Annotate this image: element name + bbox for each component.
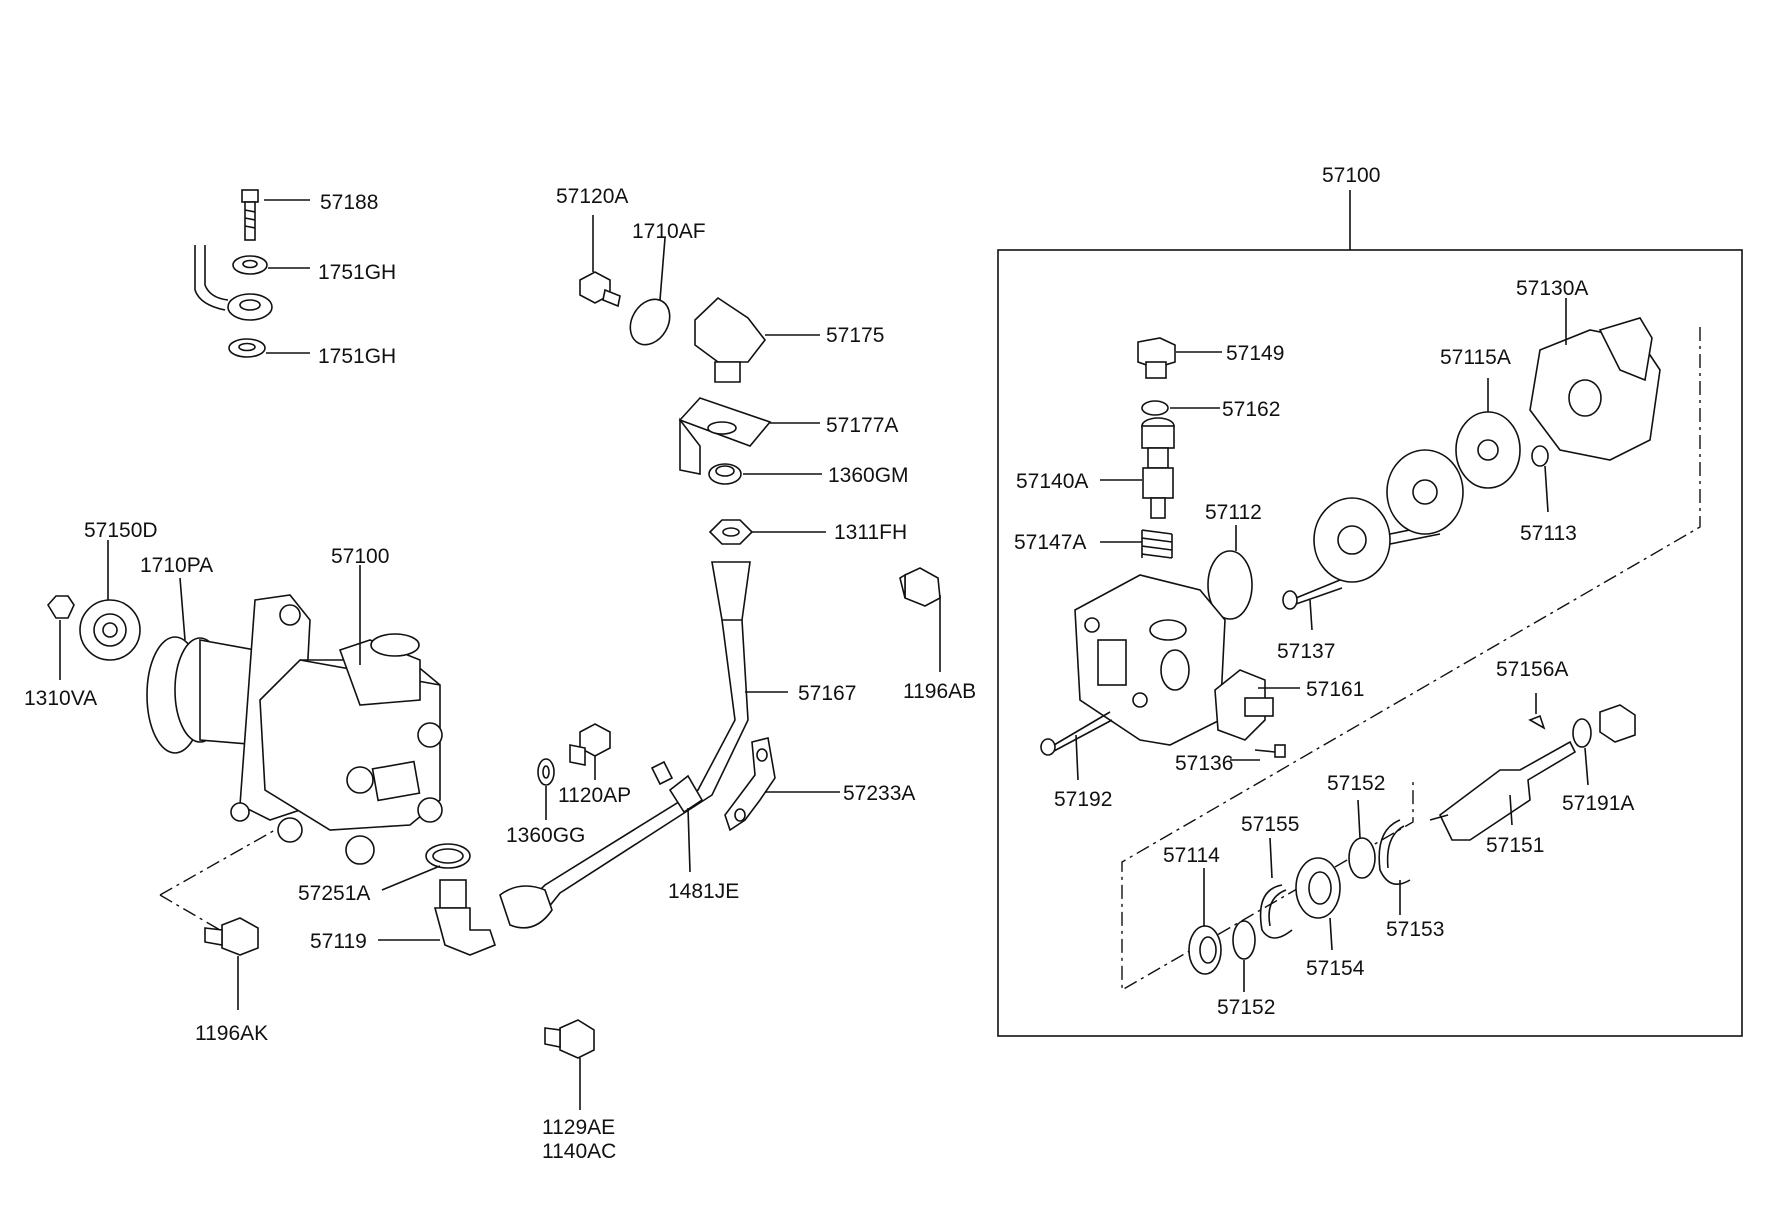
label-1311fh: 1311FH xyxy=(834,521,907,544)
gasket-57112[interactable] xyxy=(1207,550,1253,620)
fitting-57161[interactable] xyxy=(1214,669,1274,741)
key-57156a[interactable] xyxy=(1528,714,1546,730)
label-57154: 57154 xyxy=(1306,957,1365,980)
label-57251a: 57251A xyxy=(298,882,370,905)
label-57100-pump: 57100 xyxy=(331,545,389,568)
gasket-57251a[interactable] xyxy=(425,843,471,869)
mount-dash-line-2 xyxy=(159,894,221,931)
label-57136: 57136 xyxy=(1175,752,1233,775)
bolt-1196ab[interactable] xyxy=(899,567,941,607)
label-57100-kit: 57100 xyxy=(1322,164,1380,187)
label-1360gm: 1360GM xyxy=(828,464,909,487)
label-57156a: 57156A xyxy=(1496,658,1568,681)
bolt-1120ap[interactable] xyxy=(569,723,611,766)
label-57233a: 57233A xyxy=(843,782,915,805)
cover-57130a[interactable] xyxy=(1529,317,1661,461)
label-1196ak: 1196AK xyxy=(195,1022,268,1045)
snap-ring-57152-bottom[interactable] xyxy=(1232,920,1256,960)
label-1751gh-bottom: 1751GH xyxy=(318,345,396,368)
label-57155: 57155 xyxy=(1241,813,1299,836)
label-57152-top: 57152 xyxy=(1327,772,1385,795)
nut-1311fh[interactable] xyxy=(708,519,754,545)
washer-1360gg[interactable] xyxy=(537,758,555,786)
label-57192: 57192 xyxy=(1054,788,1112,811)
label-57177a: 57177A xyxy=(826,414,898,437)
label-1310va: 1310VA xyxy=(24,687,97,710)
label-57130a: 57130A xyxy=(1516,277,1588,300)
valve-57140a[interactable] xyxy=(1141,417,1175,519)
label-57150d: 57150D xyxy=(84,519,158,542)
snap-ring-57152-top[interactable] xyxy=(1348,837,1376,879)
snap-ring-57155[interactable] xyxy=(1259,884,1293,939)
washer-1751gh-bottom[interactable] xyxy=(228,338,266,358)
shaft-57151[interactable] xyxy=(1429,740,1577,841)
kit-assembly-box xyxy=(997,190,1743,1037)
bolt-57192[interactable] xyxy=(1040,711,1113,756)
label-57149: 57149 xyxy=(1226,342,1284,365)
label-57188: 57188 xyxy=(320,191,378,214)
o-ring-57162[interactable] xyxy=(1141,400,1169,416)
label-1360gg: 1360GG xyxy=(506,824,585,847)
callout-labels: 57188 1751GH 1751GH 57120A 1710AF 57175 … xyxy=(24,164,1634,1163)
snap-ring-57153[interactable] xyxy=(1378,819,1411,886)
label-1481je: 1481JE xyxy=(668,880,739,903)
bolt-1129ae-1140ac[interactable] xyxy=(544,1019,595,1059)
pump-assembly-57100[interactable] xyxy=(146,594,443,865)
label-1196ab: 1196AB xyxy=(903,680,976,703)
o-ring-1710af[interactable] xyxy=(622,292,677,352)
label-1129ae: 1129AE xyxy=(542,1116,615,1139)
plug-57149[interactable] xyxy=(1137,337,1176,379)
clamp-57233a[interactable] xyxy=(724,737,776,832)
bolt-57188[interactable] xyxy=(241,189,259,241)
bracket-spacer xyxy=(194,245,273,321)
mount-dash-line xyxy=(159,829,276,896)
washer-nut-57191a[interactable] xyxy=(1572,704,1636,748)
bearing-57154[interactable] xyxy=(1295,857,1341,919)
elbow-fitting-57119[interactable] xyxy=(433,879,496,956)
label-57175: 57175 xyxy=(826,324,884,347)
label-57140a: 57140A xyxy=(1016,470,1088,493)
label-57120a: 57120A xyxy=(556,185,628,208)
label-1120ap: 1120AP xyxy=(558,784,631,807)
spring-57147a[interactable] xyxy=(1141,529,1173,559)
label-57162: 57162 xyxy=(1222,398,1280,421)
rotor-assembly[interactable] xyxy=(1313,449,1464,583)
label-57115a: 57115A xyxy=(1440,346,1511,369)
label-1710af: 1710AF xyxy=(632,220,706,243)
label-57161: 57161 xyxy=(1306,678,1364,701)
nut-1310va[interactable] xyxy=(47,595,75,619)
label-57151: 57151 xyxy=(1486,834,1544,857)
reservoir-cap-57175[interactable] xyxy=(694,296,767,383)
kit-dash-outline xyxy=(1121,327,1701,992)
seal-57114[interactable] xyxy=(1188,925,1222,975)
label-57191a: 57191A xyxy=(1562,792,1634,815)
label-1751gh-top: 1751GH xyxy=(318,261,396,284)
bolt-57120a[interactable] xyxy=(579,271,621,308)
label-57137: 57137 xyxy=(1277,640,1335,663)
washer-1360gm[interactable] xyxy=(708,463,742,485)
washer-1751gh-top[interactable] xyxy=(232,255,268,275)
hose-57167[interactable] xyxy=(499,561,751,929)
label-57119: 57119 xyxy=(310,930,367,953)
label-1710pa: 1710PA xyxy=(140,554,213,577)
bracket-57177a[interactable] xyxy=(678,397,772,475)
label-57153: 57153 xyxy=(1386,918,1444,941)
sprocket-57150d[interactable] xyxy=(79,599,141,661)
label-57112: 57112 xyxy=(1205,501,1262,524)
clip-1481je[interactable] xyxy=(650,760,674,786)
plate-57115a[interactable] xyxy=(1455,411,1521,489)
label-57152-bottom: 57152 xyxy=(1217,996,1275,1019)
label-57147a: 57147A xyxy=(1014,531,1086,554)
label-57113: 57113 xyxy=(1520,522,1577,545)
o-ring-57113[interactable] xyxy=(1531,445,1549,467)
label-57114: 57114 xyxy=(1163,844,1220,867)
label-1140ac: 1140AC xyxy=(542,1140,616,1163)
label-57167: 57167 xyxy=(798,682,856,705)
screw-57136[interactable] xyxy=(1254,744,1286,758)
bolt-1196ak[interactable] xyxy=(204,917,259,956)
screw-57137[interactable] xyxy=(1282,579,1343,610)
